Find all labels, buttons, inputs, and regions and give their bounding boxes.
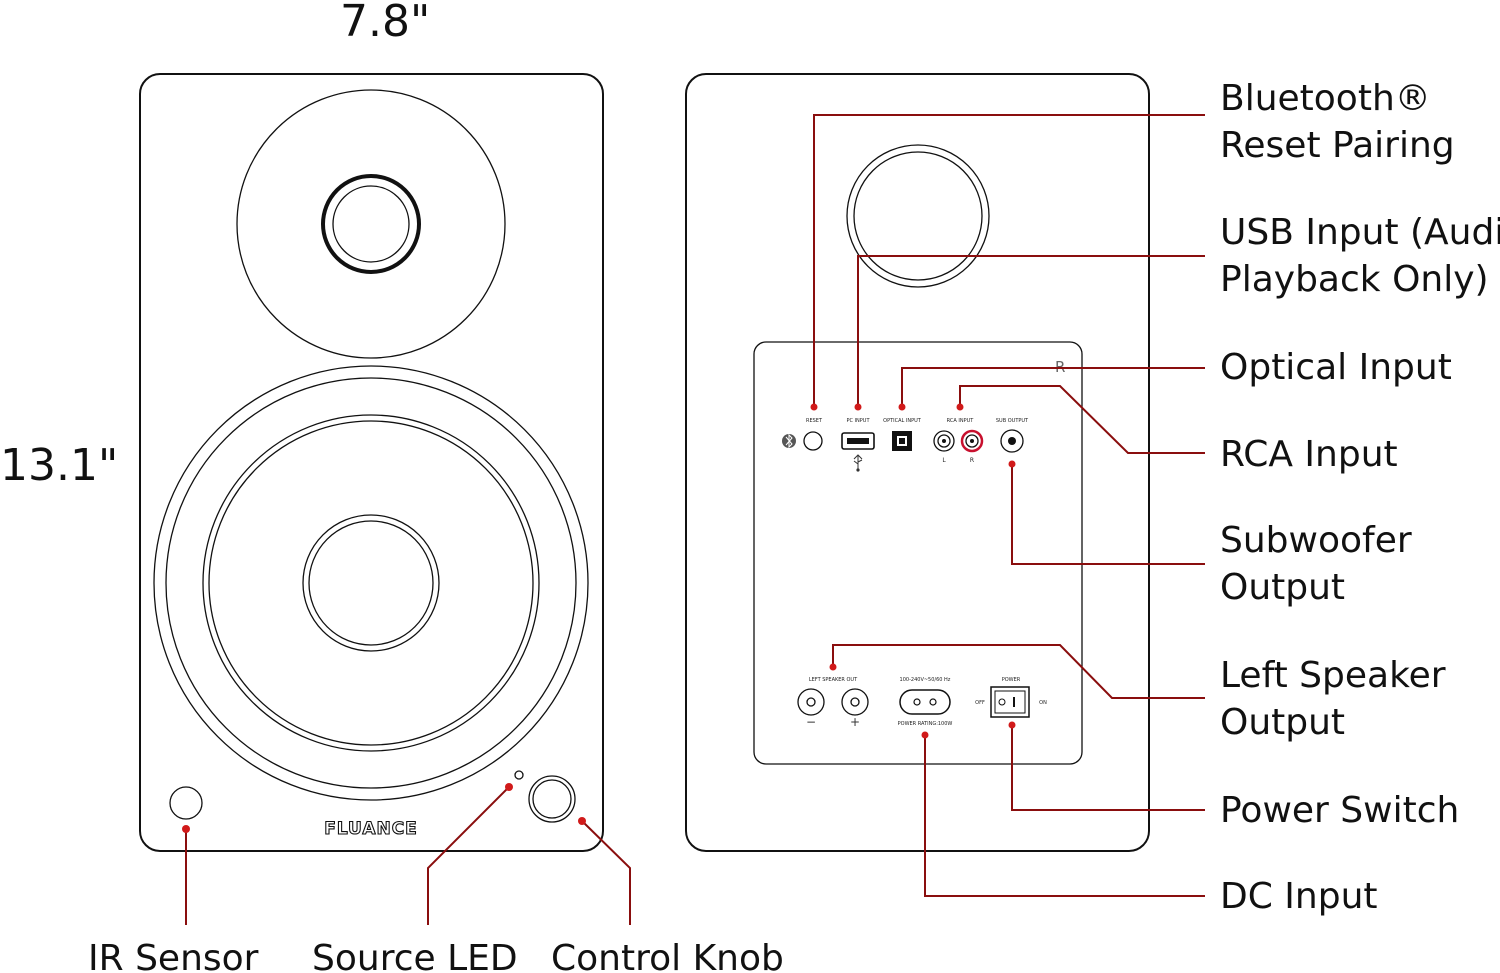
- reset-button[interactable]: [803, 431, 823, 451]
- label-power-switch: Power Switch: [1220, 790, 1459, 831]
- label-usb-input-line2: Playback Only): [1220, 259, 1489, 300]
- rca-label-right: R: [970, 457, 974, 464]
- terminal-plus-label: +: [850, 715, 860, 729]
- bass-port: [846, 144, 990, 288]
- panel-label-power-rating: POWER RATING:100W: [898, 721, 953, 727]
- woofer: [153, 365, 589, 801]
- label-optical-input: Optical Input: [1220, 347, 1452, 388]
- panel-label-left-speaker-out: LEFT SPEAKER OUT: [809, 677, 858, 683]
- speaker-terminal-minus[interactable]: [797, 688, 825, 716]
- panel-label-optical-input: OPTICAL INPUT: [883, 418, 922, 424]
- panel-label-sub-output: SUB OUTPUT: [996, 418, 1029, 424]
- label-control-knob: Control Knob: [551, 938, 784, 973]
- sub-output-jack[interactable]: [1000, 429, 1024, 453]
- height-dimension: 13.1": [0, 440, 118, 491]
- panel-label-power: POWER: [1002, 677, 1021, 683]
- label-left-speaker-output-line1: Left Speaker: [1220, 655, 1446, 696]
- label-dc-input: DC Input: [1220, 876, 1378, 917]
- rca-label-left: L: [942, 457, 946, 464]
- label-left-speaker-output-line2: Output: [1220, 702, 1345, 743]
- tweeter: [236, 89, 506, 359]
- label-subwoofer-output-line2: Output: [1220, 567, 1345, 608]
- front-speaker: FLUANCE: [139, 73, 604, 852]
- label-ir-sensor: IR Sensor: [88, 938, 259, 973]
- power-rocker-switch[interactable]: [990, 686, 1030, 718]
- label-subwoofer-output-line1: Subwoofer: [1220, 520, 1412, 561]
- label-bluetooth-reset-line1: Bluetooth®: [1220, 78, 1431, 119]
- width-dimension: 7.8": [340, 0, 430, 47]
- label-usb-input-line1: USB Input (Audio: [1220, 212, 1500, 253]
- speaker-terminal-plus[interactable]: [841, 688, 869, 716]
- ac-inlet[interactable]: [899, 689, 951, 715]
- panel-label-rca-input: RCA INPUT: [947, 418, 975, 424]
- usb-icon: [853, 454, 863, 472]
- rca-left-jack[interactable]: [933, 430, 955, 452]
- panel-label-on: ON: [1039, 700, 1047, 706]
- control-knob[interactable]: [528, 775, 576, 823]
- terminal-minus-label: −: [806, 715, 816, 729]
- bluetooth-icon: [782, 433, 796, 449]
- panel-label-pc-input: PC INPUT: [846, 418, 870, 424]
- usb-port[interactable]: [841, 432, 875, 450]
- rear-leaders: [810, 114, 1205, 897]
- label-bluetooth-reset-line2: Reset Pairing: [1220, 125, 1455, 166]
- source-led: [514, 770, 524, 780]
- fluance-logo: FLUANCE: [324, 819, 418, 839]
- front-leaders: [182, 783, 631, 925]
- rca-right-jack[interactable]: [960, 429, 984, 453]
- ir-sensor: [169, 786, 203, 820]
- label-rca-input: RCA Input: [1220, 434, 1398, 475]
- optical-port[interactable]: [892, 431, 912, 451]
- label-source-led: Source LED: [312, 938, 518, 973]
- rear-speaker: R RESET PC INPUT OPTICAL INPUT RCA INPUT…: [685, 73, 1150, 852]
- panel-label-voltage: 100-240V~50/60 Hz: [900, 677, 951, 683]
- panel-label-off: OFF: [975, 700, 985, 706]
- rear-panel: [753, 341, 1083, 765]
- panel-label-reset: RESET: [806, 418, 823, 424]
